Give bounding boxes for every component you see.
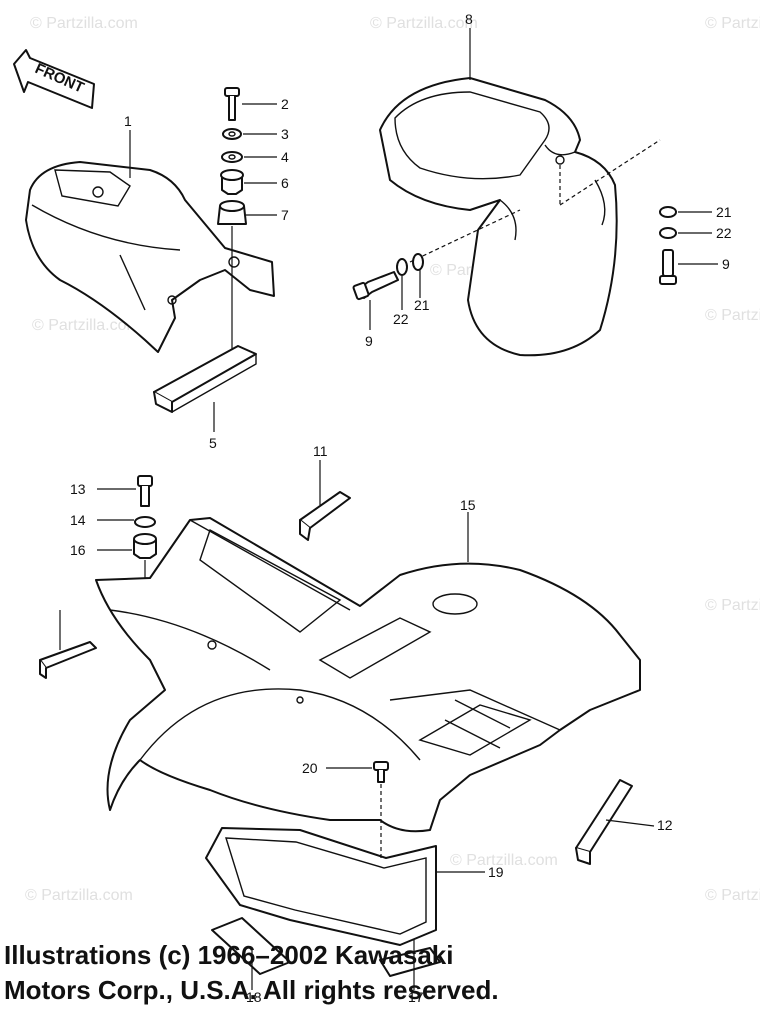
mud-flap-part-19 — [205, 827, 485, 946]
callout-18: 18 — [246, 989, 262, 1005]
bracket-part-17 — [379, 940, 441, 990]
callout-4: 4 — [281, 149, 289, 165]
callout-21-left: 21 — [414, 297, 430, 313]
callout-7: 7 — [281, 207, 289, 223]
bolt-part-9-left — [352, 271, 399, 301]
callout-22-left: 22 — [393, 311, 409, 327]
watermark: © Partzilla.com — [370, 15, 478, 32]
watermark: © Partzilla.com — [30, 15, 138, 32]
callout-3: 3 — [281, 126, 289, 142]
callout-6: 6 — [281, 175, 289, 191]
bolt-part-20 — [373, 761, 389, 783]
copyright-line-1: Illustrations (c) 1966–2002 Kawasaki — [4, 940, 454, 970]
watermark: © Partzilla.com — [705, 15, 760, 32]
washer-part-4 — [221, 151, 243, 163]
washer-part-21-left — [412, 253, 424, 271]
watermark: © Partzilla.com — [705, 597, 760, 614]
callout-21-right: 21 — [716, 204, 732, 220]
callout-11: 11 — [313, 443, 328, 459]
front-cover-part-1 — [25, 161, 275, 353]
small-bracket-left — [39, 610, 97, 679]
callout-2: 2 — [281, 96, 289, 112]
callouts: 1 2 3 4 5 6 7 8 9 9 11 12 13 14 15 16 19… — [70, 11, 732, 1005]
washer-part-22-right — [659, 227, 677, 239]
watermark: © Partzilla.com — [25, 887, 133, 904]
bracket-part-18 — [211, 917, 291, 990]
callout-20: 20 — [302, 760, 318, 776]
rear-fender-part-15 — [95, 517, 641, 833]
front-arrow-icon: FRONT — [13, 49, 95, 109]
callout-19: 19 — [488, 864, 504, 880]
bracket-part-5 — [153, 345, 257, 432]
callout-17: 17 — [408, 989, 424, 1005]
washer-part-21-right — [659, 206, 677, 218]
watermark: © Partzilla.com — [32, 317, 140, 334]
callout-12: 12 — [657, 817, 673, 833]
callout-14: 14 — [70, 512, 86, 528]
bolt-part-13 — [137, 475, 153, 507]
callout-1: 1 — [124, 113, 132, 129]
callout-9-right: 9 — [722, 256, 730, 272]
bracket-part-11 — [299, 460, 351, 541]
callout-22-right: 22 — [716, 225, 732, 241]
washer-part-14 — [134, 516, 156, 528]
watermark: © Partzilla.com — [450, 852, 558, 869]
callout-9-left: 9 — [365, 333, 373, 349]
copyright-line-2: Motors Corp., U.S.A. All rights reserved… — [4, 975, 499, 1005]
collar-part-16 — [133, 533, 157, 559]
bolt-part-2 — [224, 87, 240, 121]
bracket-part-12 — [575, 779, 655, 865]
callout-8: 8 — [465, 11, 473, 27]
callout-15: 15 — [460, 497, 476, 513]
watermark: © Partzilla.com — [705, 887, 760, 904]
washer-part-22-left — [396, 258, 408, 276]
collar-part-6 — [220, 169, 244, 195]
copyright-notice: Illustrations (c) 1966–2002 Kawasaki Mot… — [4, 938, 604, 1008]
callout-16: 16 — [70, 542, 86, 558]
watermark: © Partzilla.com — [705, 307, 760, 324]
washer-part-3 — [222, 128, 242, 140]
grommet-part-7 — [217, 200, 247, 225]
bolt-part-9-right — [659, 249, 677, 285]
callout-5: 5 — [209, 435, 217, 451]
callout-13: 13 — [70, 481, 86, 497]
rear-cover-part-8 — [379, 77, 618, 357]
